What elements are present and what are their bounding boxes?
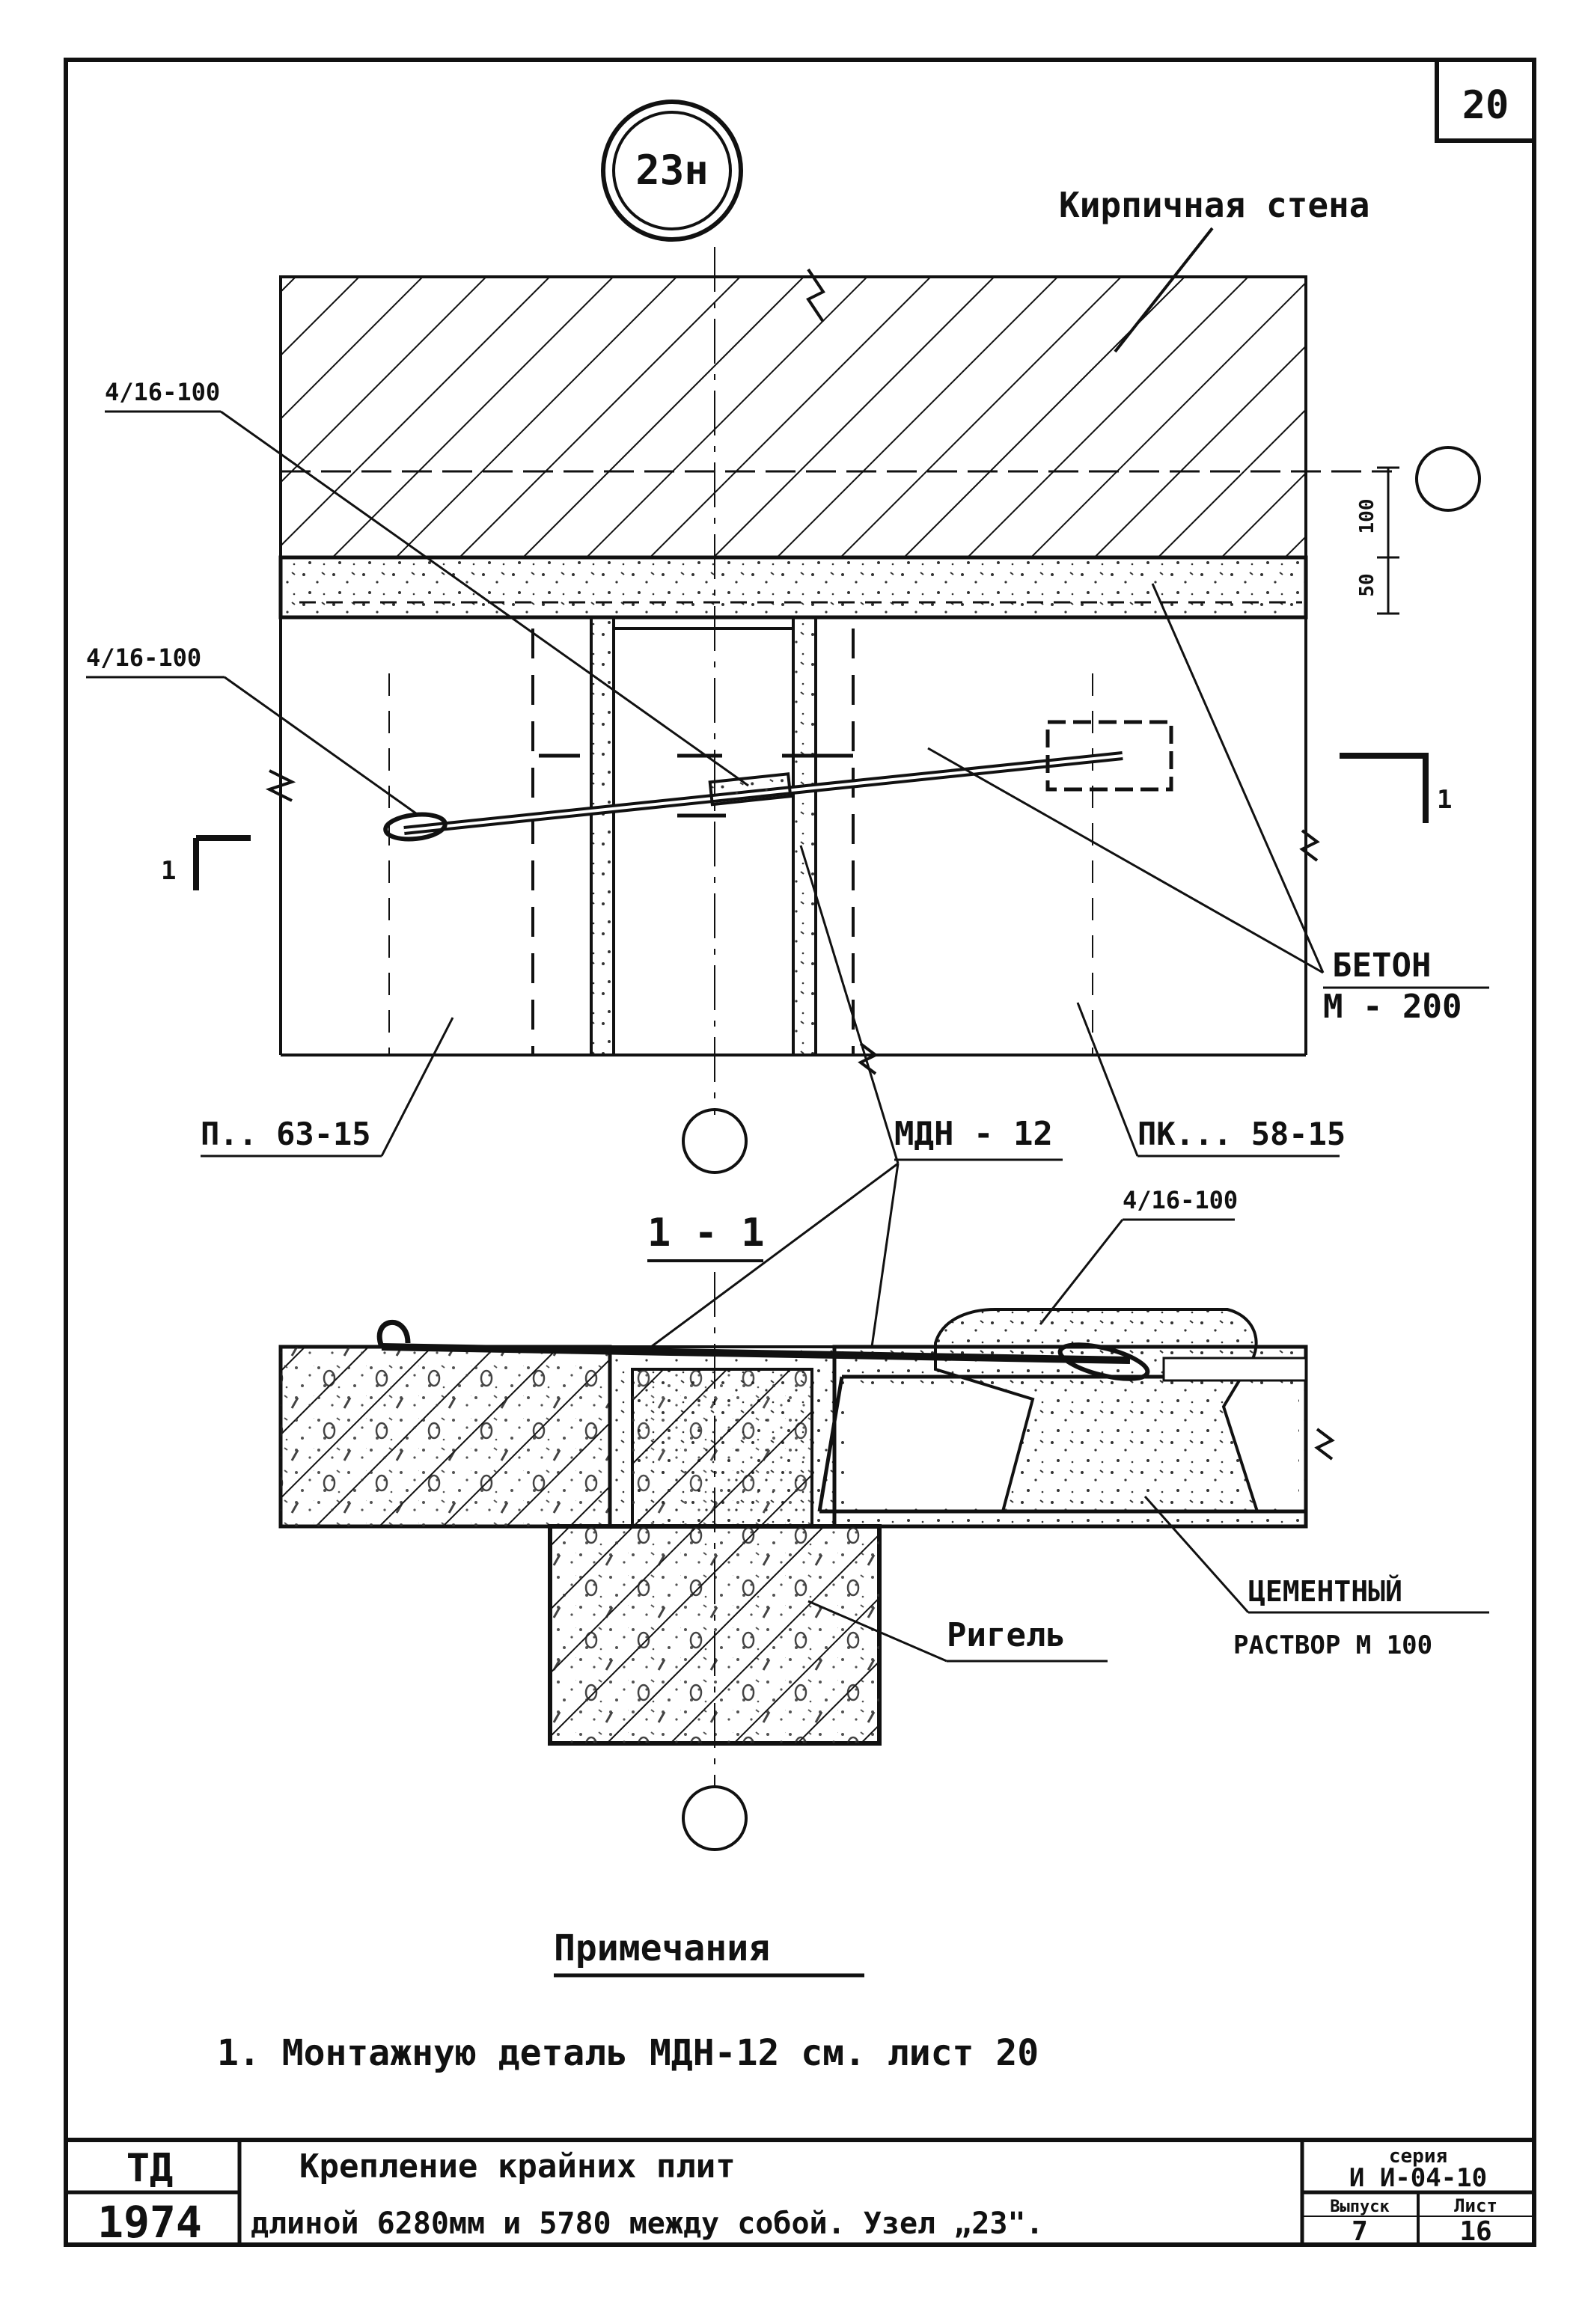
sheet-value: 16 [1459,2216,1491,2247]
sheet-frame [64,58,1536,2247]
grid-axis-circle-bottom [682,1785,748,1851]
concrete-strip [278,555,1308,620]
sheet-label: Лист [1454,2195,1497,2216]
note-item-1: 1. Монтажную деталь МДН-12 см. лист 20 [217,2032,1039,2074]
page-number-box: 20 [1435,60,1534,143]
notes: Примечания 1. Монтажную деталь МДН-12 см… [217,1927,1039,2074]
panel-right-label: ПК... 58-15 [1137,1116,1346,1152]
dim-50: 50 [1356,573,1378,596]
notes-heading: Примечания [554,1927,770,1969]
grid-axis-circle-mid [682,1108,748,1174]
dim-100: 100 [1356,499,1378,534]
panel-left-label: П.. 63-15 [201,1116,371,1152]
section-tie-loop [1057,1342,1150,1381]
break-mark-right [1299,829,1320,862]
node-mark: 23н [601,100,743,242]
year: 1974 [97,2197,202,2248]
plan-view: 100 50 1 1 Кирпичная стена 4/16-100 4/16… [86,185,1489,1174]
section-title: 1 - 1 [647,1211,765,1256]
grid-axis-circle-right [1415,446,1481,512]
joint-rib-left [590,616,615,1056]
wall-label: Кирпичная стена [1059,185,1369,225]
detail-label: МДН - 12 [894,1115,1053,1153]
section-tie-hook [376,1320,411,1348]
page-number: 20 [1462,83,1509,128]
concrete-label-1: БЕТОН [1332,947,1431,985]
issue-label: Выпуск [1330,2198,1389,2216]
section-mark-left [193,835,251,890]
drawing-title-2: длиной 6280мм и 5780 между собой. Узел „… [251,2207,1044,2241]
break-mark-left [265,769,296,802]
mortar-label-2: РАСТВОР М 100 [1233,1630,1432,1660]
mortar-label-1: ЦЕМЕНТНЫЙ [1248,1575,1402,1608]
anchor-block [1045,720,1173,792]
section-mark-right-text: 1 [1437,785,1452,815]
title-block: ТД 1974 Крепление крайних плит длиной 62… [66,2138,1534,2248]
section-tie-mark: 4/16-100 [1123,1186,1238,1214]
tie-mark-top: 4/16-100 [105,378,220,406]
brick-wall [279,275,1307,559]
series-value: И И-04-10 [1349,2163,1487,2193]
tie-mark-left: 4/16-100 [86,643,201,672]
tie-loop-left [383,812,448,842]
section-view: 1 - 1 МДН - 12 4/16-100 [278,845,1489,1851]
beam-label: Ригель [947,1616,1066,1654]
concrete-label-2: М - 200 [1323,988,1462,1026]
section-mark-left-text: 1 [161,856,176,886]
break-mark-top [806,268,825,323]
section-tie-rod [381,1343,1131,1364]
joint-rib-right [792,616,817,1056]
series-label: серия [1389,2145,1447,2168]
section-break-mark [1314,1428,1335,1461]
issue-value: 7 [1352,2216,1368,2247]
section-mark-right [1340,753,1429,823]
org-code: ТД [126,2146,174,2191]
node-mark-text: 23н [635,147,709,194]
drawing-title-1: Крепление крайних плит [299,2147,736,2186]
